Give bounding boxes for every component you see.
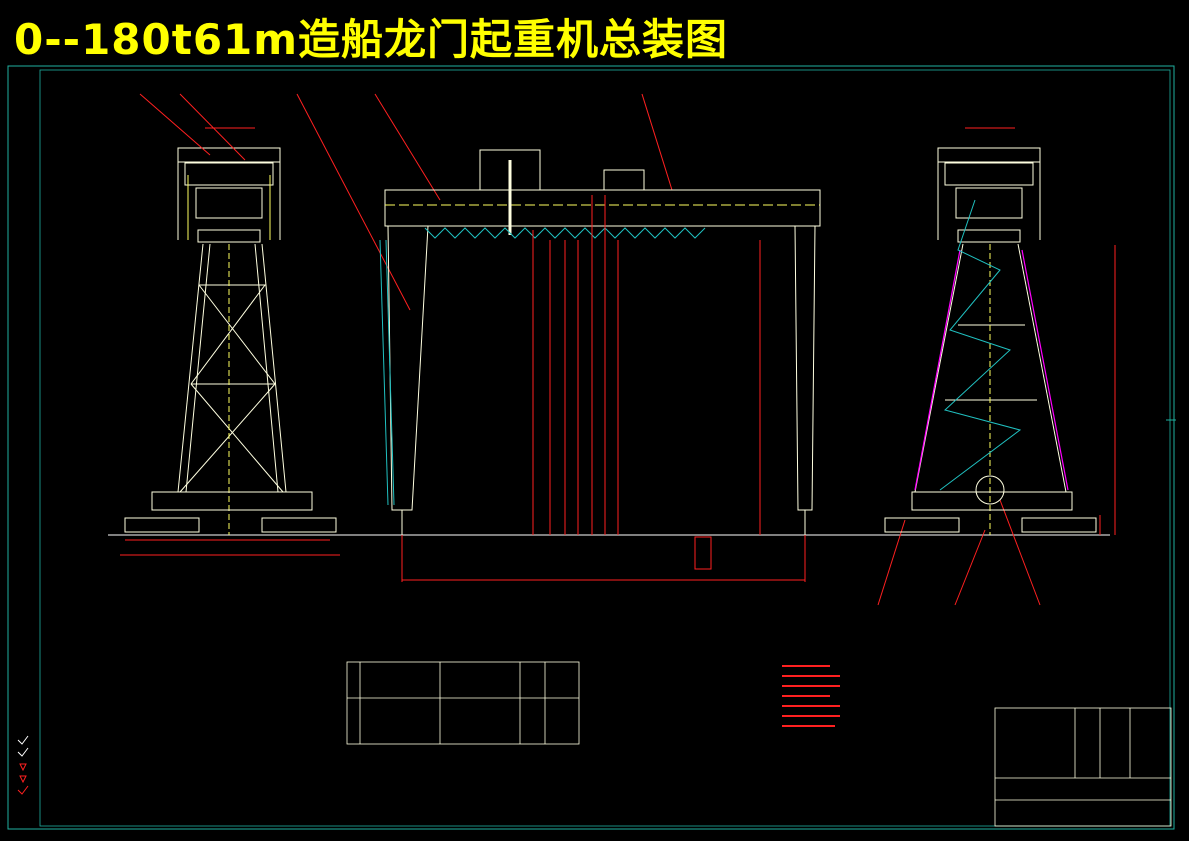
- girder-truss: [424, 227, 706, 239]
- title-block: [994, 707, 1172, 827]
- ladder-left: [379, 239, 395, 506]
- right-dimensions: [1099, 245, 1116, 535]
- parameter-table: [346, 661, 580, 745]
- left-side-view: [120, 127, 340, 556]
- front-dimensions: [401, 195, 806, 582]
- right-side-accent: [914, 249, 1069, 491]
- dimension-marker-icon: [17, 735, 29, 795]
- ladder-right: [939, 199, 1022, 491]
- drawing-title: 0--180t61m造船龙门起重机总装图: [14, 15, 729, 64]
- front-view: [384, 149, 821, 535]
- sheet-border: [7, 65, 1176, 830]
- leader-lines: [139, 93, 1041, 606]
- technical-notes: [782, 665, 840, 727]
- right-side-view: [884, 127, 1097, 535]
